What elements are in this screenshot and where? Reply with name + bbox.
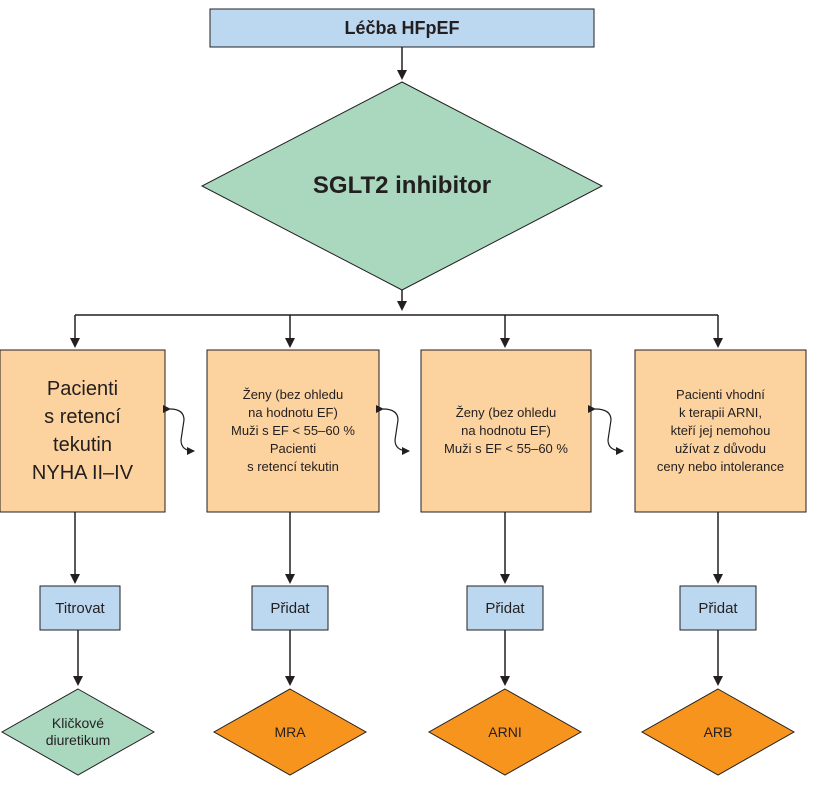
action-box-2: [251, 585, 329, 631]
result-diamond-4: [640, 688, 796, 776]
result-diamond-1: [0, 688, 156, 776]
title-box: [209, 8, 595, 48]
result-diamond-2: [212, 688, 368, 776]
criteria-box-3: [420, 349, 592, 513]
decision-label: SGLT2 inhibitor: [312, 172, 492, 199]
action-label-3: Přidat: [485, 599, 525, 617]
action-label-4: Přidat: [698, 599, 738, 617]
criteria-label-4: Pacienti vhodní k terapii ARNI, kteří je…: [656, 387, 785, 474]
criteria-label-2: Ženy (bez ohledu na hodnotu EF) Muži s E…: [231, 387, 355, 474]
criteria-label-3: Ženy (bez ohledu na hodnotu EF) Muži s E…: [444, 405, 568, 456]
bidirectional-connector-2-3: [375, 404, 410, 455]
action-box-4: [679, 585, 757, 631]
criteria-box-1: [0, 349, 166, 513]
action-label-1: Titrovat: [55, 599, 105, 617]
criteria-box-4: [634, 349, 807, 513]
result-diamond-3: [427, 688, 583, 776]
criteria-box-2: [206, 349, 380, 513]
action-label-2: Přidat: [270, 599, 310, 617]
result-label-4: ARB: [703, 723, 733, 740]
result-label-3: ARNI: [488, 723, 522, 740]
bidirectional-connector-1-2: [162, 404, 195, 455]
bidirectional-connector-3-4: [587, 404, 624, 455]
title-label: Léčba HFpEF: [344, 17, 460, 38]
action-box-1: [39, 585, 121, 631]
result-label-1: Kličkové diuretikum: [45, 715, 111, 748]
action-box-3: [466, 585, 544, 631]
result-label-2: MRA: [274, 723, 306, 740]
criteria-label-1: Pacienti s retencí tekutin NYHA II–IV: [31, 378, 134, 484]
